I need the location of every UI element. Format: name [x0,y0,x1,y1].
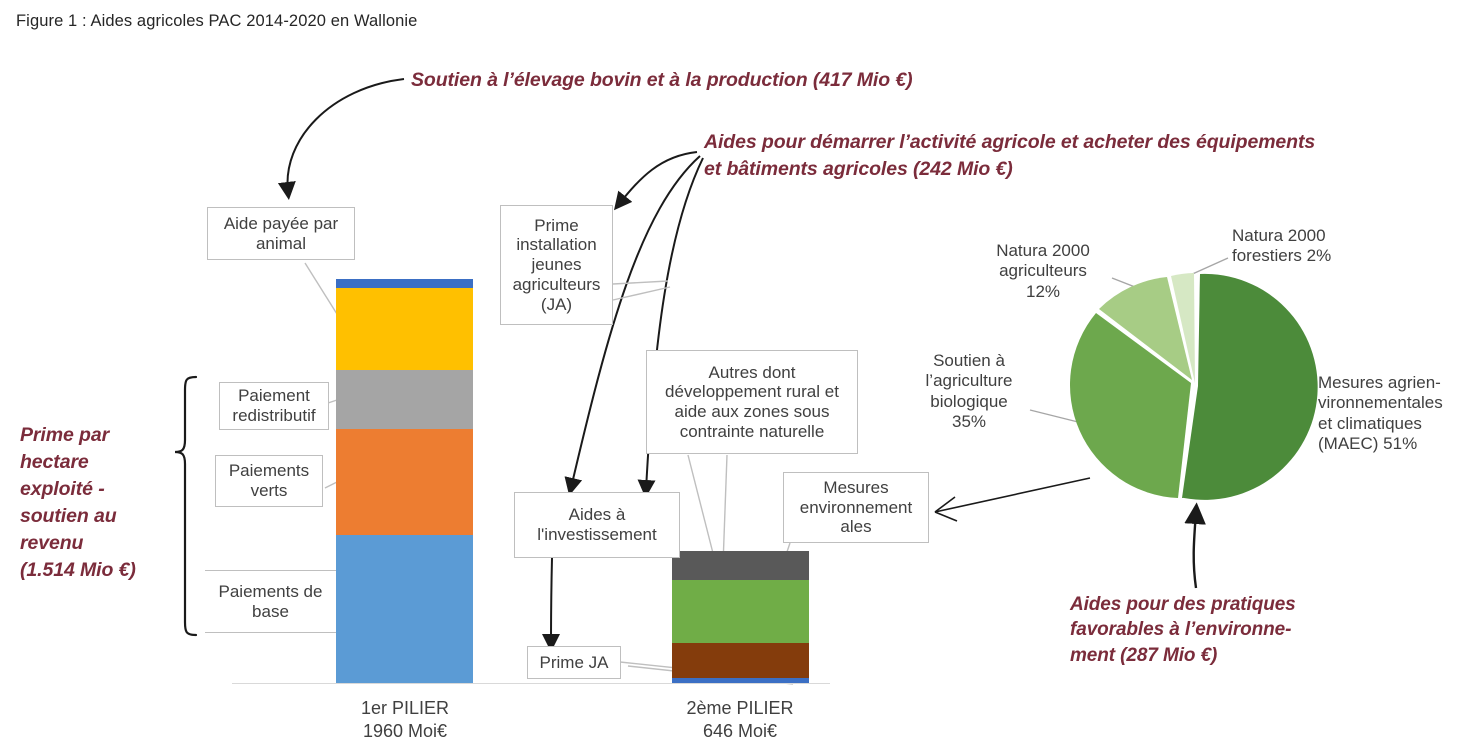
pie-label-natura-agriculteurs: Natura 2000 agriculteurs 12% [996,241,1090,301]
pie-leader-bio [1029,409,1091,426]
arrow-environnement [1184,502,1206,589]
leader-autres2 [722,454,728,566]
annotation-demarrer-line1: Aides pour démarrer l’activité agricole … [704,131,1316,153]
callout-aides-investissement[interactable]: Aides à l'investissement [514,492,680,558]
callout-paiement-redistributif[interactable]: Paiement redistributif [219,382,329,430]
bar-seg-pilier2-autres [672,551,809,580]
bar-seg-pilier1-redistributif [336,370,473,429]
callout-paiements-de-base[interactable]: Paiements de base [205,570,336,633]
page-title: Figure 1 : Aides agricoles PAC 2014-2020… [16,12,418,30]
bar-seg-pilier2-investissement [672,643,809,678]
callout-aide-payee-animal[interactable]: Aide payée par animal [207,207,355,260]
arrow-prime-ja [542,557,561,652]
annotation-prime-hectare: Prime par hectare exploité - soutien au … [20,424,136,581]
pie-label-natura-forestiers: Natura 2000 forestiers 2% [1232,226,1332,266]
bar-baseline [232,683,830,684]
pie-slice-maec [1182,274,1293,498]
bar-seg-pilier2-mesures-env [672,580,809,643]
pie-leader-natura-forest [1187,257,1229,277]
annotation-elevage: Soutien à l’élevage bovin et à la produc… [411,69,913,91]
callout-paiements-verts[interactable]: Paiements verts [215,455,323,507]
pointer-mesures-to-pie-head2 [934,511,958,522]
bar-seg-pilier1-ja [336,279,473,288]
category-label-pilier2: 2ème PILIER 646 Moi€ [686,698,794,742]
annotation-environnement: Aides pour des pratiques favorables à l’… [1070,594,1296,666]
bar-seg-pilier1-verts [336,429,473,535]
callout-mesures-environnementales[interactable]: Mesures environnement ales [783,472,929,543]
pointer-mesures-to-pie [934,477,1091,513]
bar-seg-pilier1-base [336,535,473,683]
pie-leader-maec [1284,395,1304,405]
arrow-demarrer-1 [613,151,698,211]
pie-label-maec: Mesures agrien- vironnementales et clima… [1318,373,1443,454]
pie-slice-maec-body [1184,273,1318,500]
callout-prime-installation-ja[interactable]: Prime installation jeunes agriculteurs (… [500,205,613,325]
pointer-mesures-to-pie-head1 [934,496,956,513]
leader-ja-top [612,280,669,285]
pie-slice-bio [1070,313,1191,498]
bar-seg-pilier2-prime-ja [672,678,809,683]
arrow-elevage [277,78,405,200]
pie-label-bio: Soutien à l’agriculture biologique 35% [925,351,1013,432]
pie-chart [1070,273,1318,500]
category-label-pilier1: 1er PILIER 1960 Moi€ [360,698,450,742]
callout-prime-ja[interactable]: Prime JA [527,646,621,679]
pie-slice-natura-forest [1171,273,1195,383]
leader-ja-top2 [612,286,671,301]
annotation-demarrer-line2: et bâtiments agricoles (242 Mio €) [704,158,1013,180]
leader-autres [687,454,717,566]
callout-autres-dev-rural[interactable]: Autres dont développement rural et aide … [646,350,858,454]
bar-seg-pilier1-aide-animal [336,288,473,370]
